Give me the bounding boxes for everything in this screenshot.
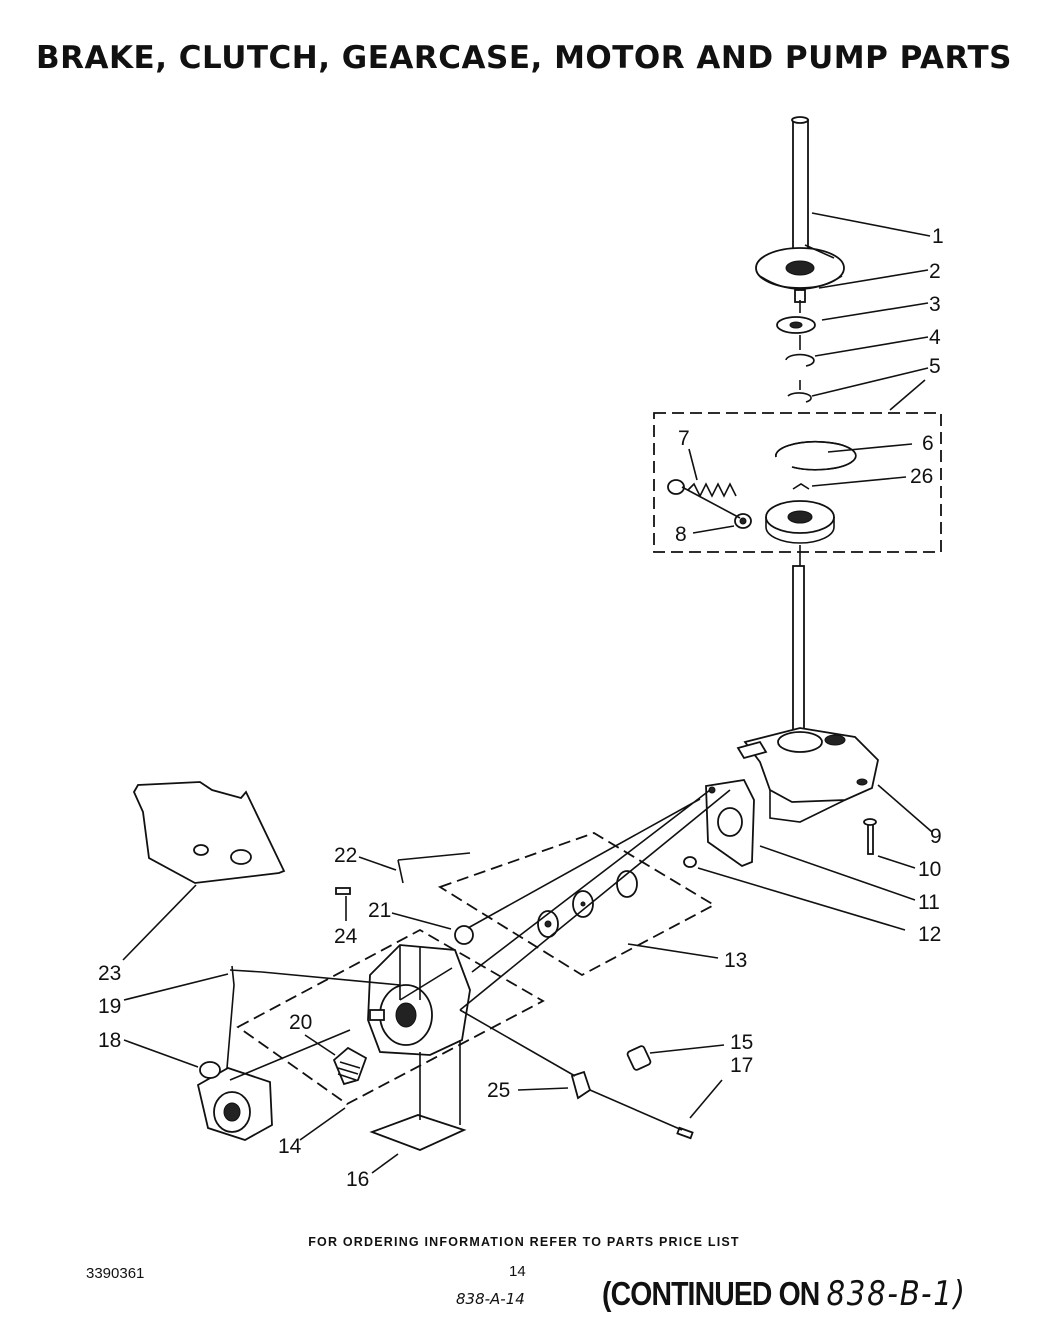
callout-5: 5 — [929, 355, 941, 378]
callout-20: 20 — [289, 1011, 313, 1034]
leader-20 — [304, 1034, 336, 1056]
leader-18 — [123, 1039, 199, 1068]
callout-3: 3 — [929, 293, 941, 316]
leader-5-box — [889, 379, 926, 411]
callout-8: 8 — [675, 523, 687, 546]
callout-15: 15 — [730, 1031, 754, 1054]
leader-11 — [759, 845, 916, 901]
part-9-gearcase — [736, 565, 879, 823]
callout-4: 4 — [929, 326, 941, 349]
document-number: 3390361 — [86, 1265, 145, 1282]
part-23-shield — [132, 781, 286, 884]
continued-reference: 838-B-1) — [826, 1274, 967, 1314]
part-7-spring — [687, 482, 737, 498]
leader-19 — [123, 973, 229, 1001]
leader-3 — [821, 302, 929, 321]
callout-10: 10 — [918, 858, 942, 881]
part-3-washer — [776, 316, 816, 334]
leader-13 — [627, 943, 719, 959]
callout-26: 26 — [910, 465, 934, 488]
callout-9: 9 — [930, 825, 942, 848]
part-18-pump — [196, 1061, 273, 1141]
callout-22: 22 — [334, 844, 358, 867]
callout-17: 17 — [730, 1054, 754, 1077]
part-16-plate — [369, 1114, 467, 1151]
part-26-clip — [792, 483, 810, 490]
leader-2 — [818, 269, 929, 289]
motor — [367, 944, 471, 1056]
leader-14 — [299, 1107, 346, 1141]
leader-9 — [877, 784, 933, 833]
leader-8 — [692, 525, 735, 534]
brake-clutch-group-box — [653, 412, 942, 553]
callout-6: 6 — [922, 432, 934, 455]
leader-7 — [688, 448, 698, 481]
part-8-caps — [667, 479, 752, 529]
callout-24: 24 — [334, 925, 358, 948]
callout-1: 1 — [932, 225, 944, 248]
callout-18: 18 — [98, 1029, 122, 1052]
leader-26 — [811, 476, 907, 487]
part-4-retaining-ring — [785, 353, 815, 367]
leader-16 — [371, 1153, 399, 1174]
part-20-switch — [332, 1046, 368, 1086]
leader-25 — [517, 1087, 569, 1091]
part-6-brake-band — [775, 440, 857, 471]
leader-6 — [827, 443, 913, 453]
leader-15 — [649, 1044, 725, 1054]
leader-21 — [391, 912, 452, 930]
continued-note: (CONTINUED ON 838-B-1) — [602, 1274, 967, 1314]
part-15-capacitor — [626, 1045, 652, 1071]
leader-1 — [811, 212, 931, 237]
callout-2: 2 — [929, 260, 941, 283]
page-title: BRAKE, CLUTCH, GEARCASE, MOTOR AND PUMP … — [36, 40, 1012, 76]
leader-17 — [689, 1079, 723, 1119]
part-12-screw — [683, 856, 697, 868]
leader-22 — [358, 856, 397, 871]
part-5-retaining-ring — [787, 392, 812, 403]
callout-11: 11 — [918, 891, 940, 914]
continued-label: (CONTINUED ON — [602, 1275, 820, 1312]
callout-19: 19 — [98, 995, 122, 1018]
callout-14: 14 — [278, 1135, 302, 1158]
handwritten-reference: 838-A-14 — [456, 1290, 525, 1308]
leader-4 — [814, 336, 929, 357]
part-10-bolt — [863, 818, 877, 855]
leader-10 — [877, 855, 916, 869]
alignment-lines — [229, 300, 801, 1131]
motor-group-box — [236, 928, 545, 1106]
callout-25: 25 — [487, 1079, 511, 1102]
callout-13: 13 — [724, 949, 748, 972]
leader-12 — [697, 867, 906, 931]
part-19-bracket — [225, 965, 263, 1081]
part-24-screw — [335, 887, 351, 895]
leader-23 — [122, 884, 197, 961]
callout-23: 23 — [98, 962, 122, 985]
part-21-bushing — [454, 925, 474, 945]
callout-16: 16 — [346, 1168, 370, 1191]
part-1-drive-tube — [755, 116, 845, 290]
ordering-note: FOR ORDERING INFORMATION REFER TO PARTS … — [308, 1235, 740, 1249]
callout-12: 12 — [918, 923, 942, 946]
page-number: 14 — [509, 1263, 526, 1280]
coupling-group-box — [437, 832, 716, 977]
part-11-motor-mount — [705, 779, 755, 868]
callout-21: 21 — [368, 899, 392, 922]
leader-5 — [811, 367, 929, 397]
brake-drum — [765, 500, 835, 544]
part-22-rod — [397, 852, 471, 884]
callout-7: 7 — [678, 427, 690, 450]
